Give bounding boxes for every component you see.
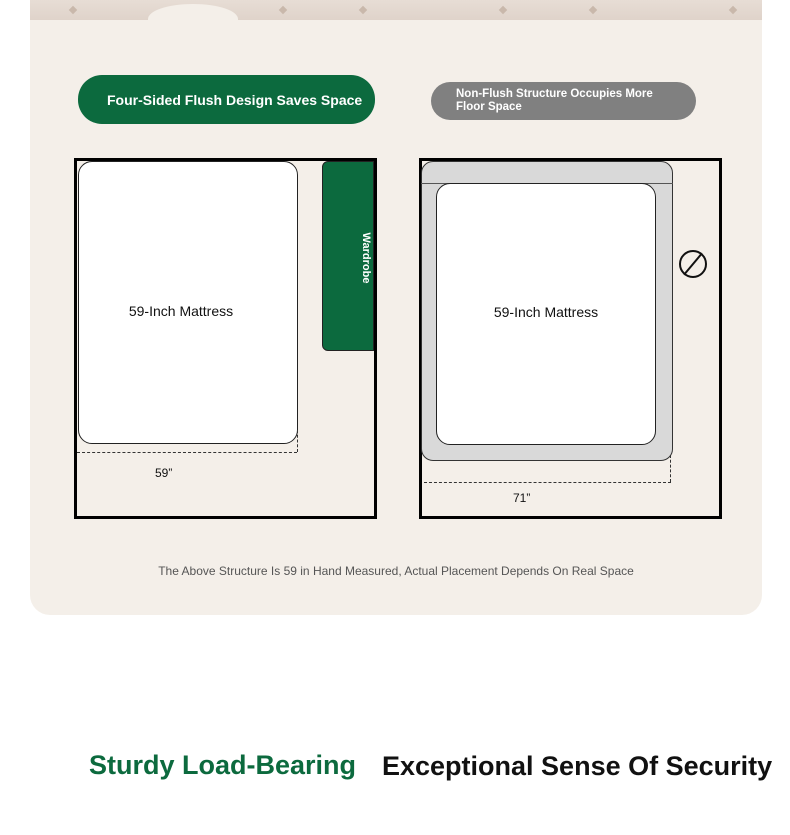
fabric-texture — [30, 0, 762, 20]
fabric-pattern — [588, 5, 598, 15]
left-width-label: 59” — [155, 466, 173, 480]
feature-sturdy-heading: Sturdy Load-Bearing — [89, 750, 357, 780]
forbidden-icon — [679, 250, 707, 278]
right-dimension-tick — [670, 455, 671, 482]
non-flush-text: Non-Flush Structure Occupies More Floor … — [456, 88, 653, 113]
feature-security-heading: Exceptional Sense Of Security — [382, 751, 773, 781]
left-mattress-label: 59-Inch Mattress — [128, 303, 234, 319]
fabric-pattern — [358, 5, 368, 15]
left-dimension-tick — [297, 430, 298, 452]
flush-design-text: Four-Sided Flush Design Saves Space — [107, 91, 363, 108]
left-mattress: 59-Inch Mattress — [78, 161, 298, 444]
right-mattress-label: 59-Inch Mattress — [493, 304, 599, 320]
right-mattress: 59-Inch Mattress — [436, 183, 656, 445]
measurement-note: The Above Structure Is 59 in Hand Measur… — [158, 564, 634, 578]
fabric-pattern — [68, 5, 78, 15]
right-dimension-line — [424, 482, 671, 483]
wardrobe — [322, 161, 374, 351]
fabric-pattern — [498, 5, 508, 15]
left-dimension-line — [77, 452, 297, 453]
non-flush-label: Non-Flush Structure Occupies More Floor … — [431, 82, 696, 120]
fabric-pattern — [278, 5, 288, 15]
right-width-label: 71” — [513, 491, 531, 505]
fabric-wave — [148, 4, 238, 34]
flush-design-label: Four-Sided Flush Design Saves Space — [78, 75, 375, 124]
wardrobe-label: Wardrobe — [360, 232, 372, 284]
fabric-pattern — [728, 5, 738, 15]
